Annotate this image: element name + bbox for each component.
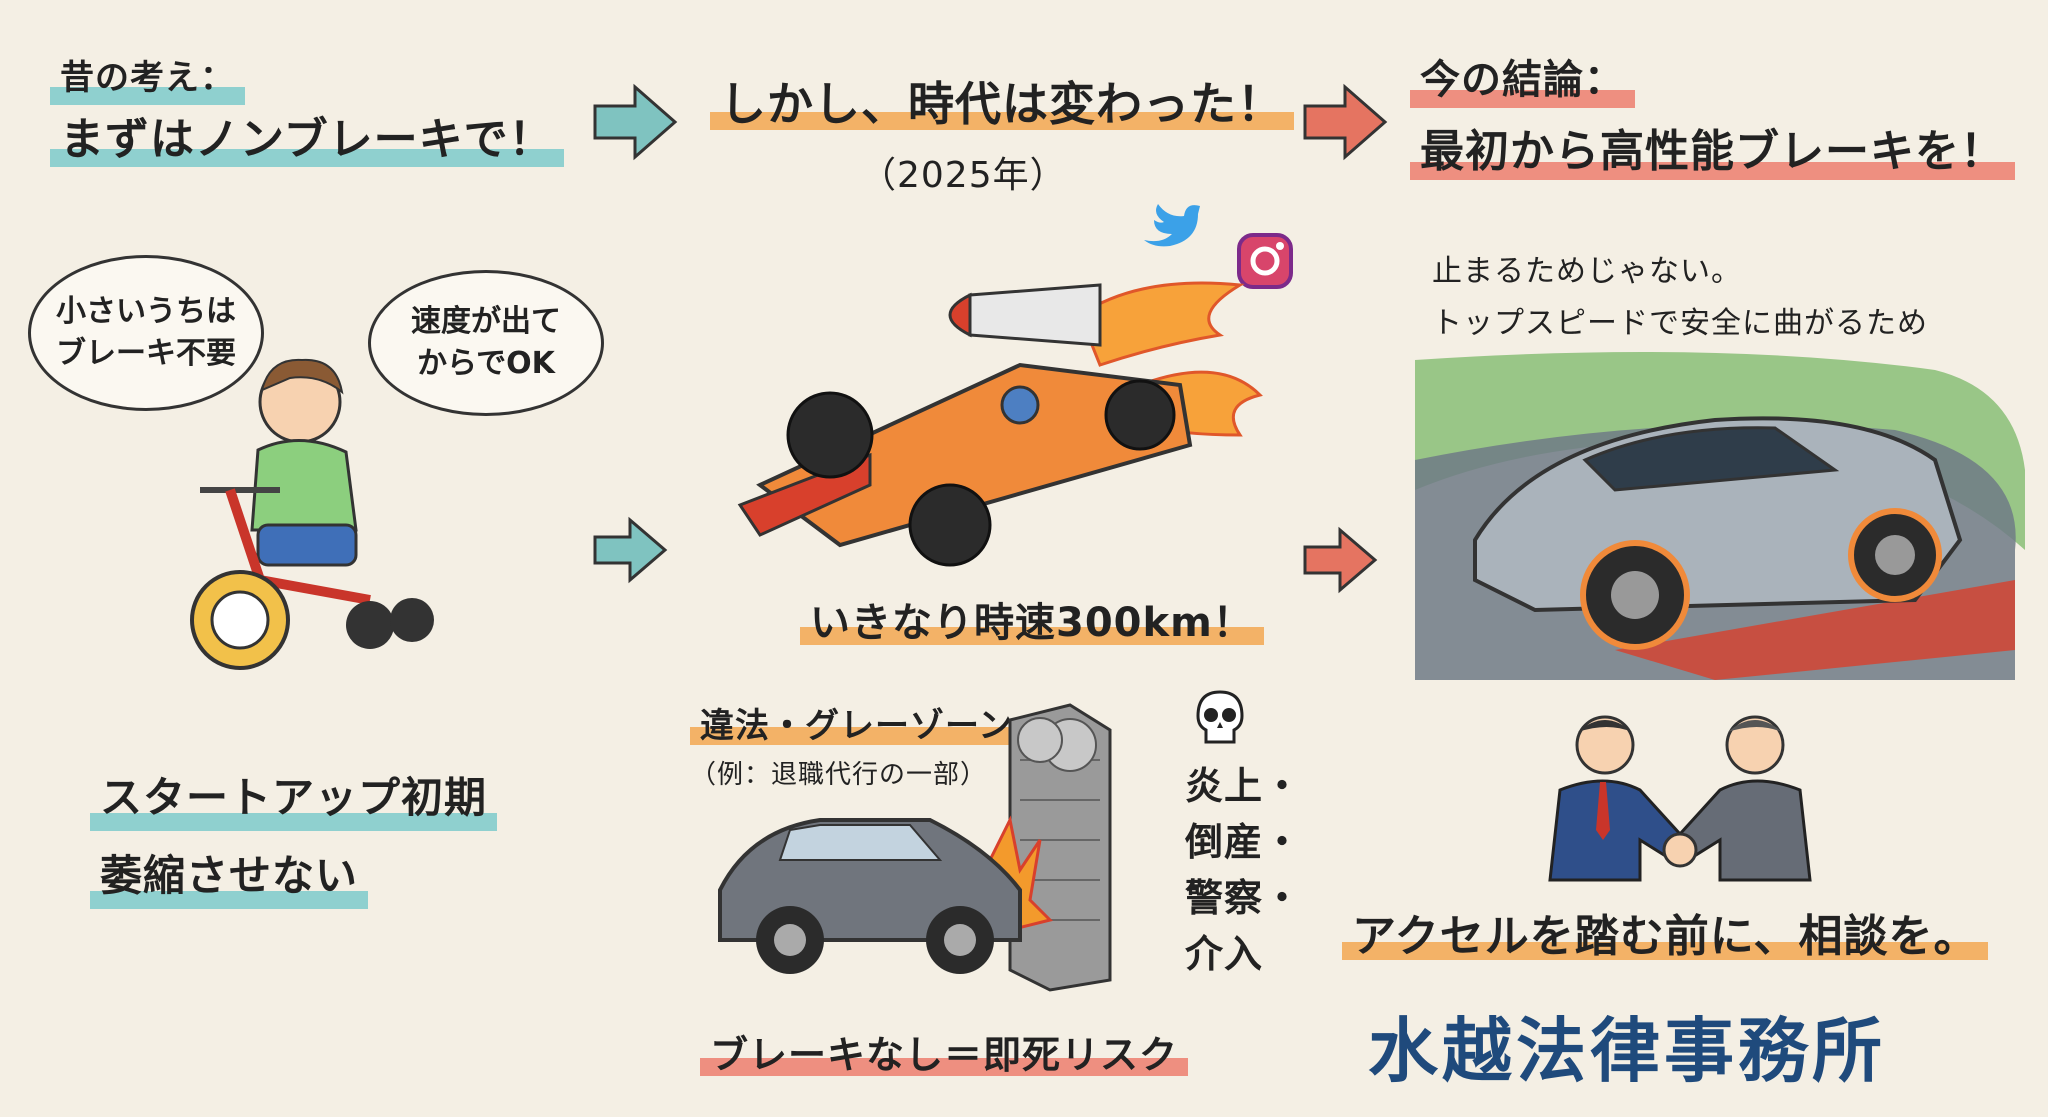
- arrow-right-icon: [593, 83, 678, 161]
- risk-item: 炎上・: [1185, 764, 1303, 808]
- left-caption-line1: スタートアップ初期: [90, 760, 498, 838]
- left-title-line2: まずはノンブレーキで！: [50, 110, 564, 172]
- risk-item: 介入: [1185, 932, 1264, 976]
- risk-item: 警察・: [1185, 876, 1303, 920]
- gray-zone-example: （例：退職代行の一部）: [690, 760, 988, 790]
- firm-name: 水越法律事務所: [1368, 1010, 1886, 1092]
- right-title-line1: 今の結論：: [1410, 48, 1635, 114]
- speech-bubble-2: 速度が出てからでOK: [368, 270, 604, 416]
- speed-caption: いきなり時速300km！: [800, 590, 1264, 650]
- risk-item: 倒産・: [1185, 820, 1303, 864]
- gray-zone-title: 違法・グレーゾーン: [690, 698, 1024, 749]
- arrow-right-icon: [593, 516, 668, 584]
- rocket-race-car-illustration: [737, 281, 1263, 567]
- arrow-right-icon: [1303, 83, 1388, 161]
- consult-message: アクセルを踏む前に、相談を。: [1342, 900, 1989, 966]
- handshake-illustration: [1548, 715, 1812, 882]
- sports-car-track-illustration: [1415, 352, 2025, 680]
- speech-bubble-1: 小さいうちはブレーキ不要: [28, 255, 264, 411]
- reason-line1: 止まるためじゃない。: [1432, 254, 1742, 289]
- skull-icon: [1190, 688, 1250, 748]
- crash-car-wall-illustration: [718, 703, 1112, 992]
- arrow-right-icon: [1303, 526, 1378, 594]
- middle-title: しかし、時代は変わった！: [710, 68, 1294, 136]
- left-caption-line2: 萎縮させない: [90, 838, 369, 916]
- bottom-risk-caption: ブレーキなし＝即死リスク: [700, 1024, 1189, 1081]
- reason-line2: トップスピードで安全に曲がるため: [1432, 306, 1928, 341]
- instagram-icon: [1236, 232, 1294, 290]
- left-title-line1: 昔の考え：: [50, 48, 245, 110]
- right-title: 今の結論： 最初から高性能ブレーキを！: [1410, 48, 2015, 193]
- reason-text: 止まるためじゃない。 トップスピードで安全に曲がるため: [1432, 246, 1928, 350]
- left-caption: スタートアップ初期 萎縮させない: [90, 760, 498, 916]
- right-title-line2: 最初から高性能ブレーキを！: [1410, 120, 2015, 186]
- middle-year: （2025年）: [860, 155, 1067, 196]
- left-title: 昔の考え： まずはノンブレーキで！: [50, 48, 564, 173]
- risk-list: 炎上・ 倒産・ 警察・ 介入: [1185, 758, 1302, 982]
- child-tricycle-illustration: [190, 358, 434, 670]
- twitter-icon: [1140, 200, 1202, 250]
